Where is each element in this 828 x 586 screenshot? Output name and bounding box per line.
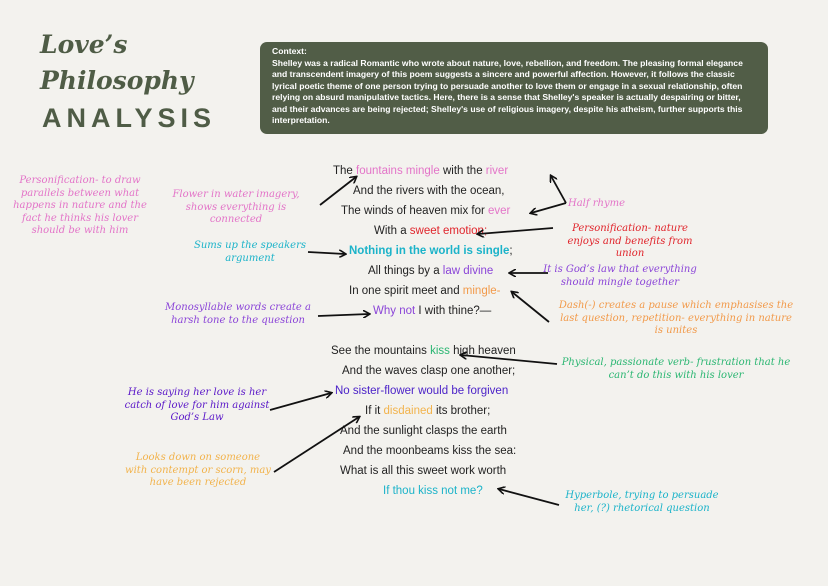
poem-line-4: With a sweet emotion;	[374, 225, 487, 237]
title-line-3: ANALYSIS	[42, 103, 217, 133]
note-hyperbole: Hyperbole, trying to persuade her, (?) r…	[565, 490, 719, 514]
poem-line-8: Why not I with thine?—	[373, 305, 491, 317]
note-looks-down: Looks down on someone with contempt or s…	[125, 452, 271, 488]
arrow-half-rhyme-down	[531, 202, 567, 213]
note-monosyllable: Monosyllable words create a harsh tone t…	[165, 302, 311, 326]
note-personification-draw: Personification- to draw parallels betwe…	[13, 175, 147, 236]
highlight-sweet-emotion: sweet emotion;	[409, 225, 488, 237]
poem-text: See the mountains	[331, 345, 431, 357]
poem-line-9: See the mountains kiss high heaven	[331, 345, 516, 357]
arrow-physical	[461, 355, 558, 365]
poem-line-13: And the sunlight clasps the earth	[340, 425, 507, 437]
context-body: Shelley was a radical Romantic who wrote…	[272, 57, 743, 126]
poem-line-2: And the rivers with the ocean,	[353, 185, 505, 197]
poem-line-12: If it disdained its brother;	[365, 405, 490, 417]
highlight-fountains-mingle: fountains mingle	[356, 165, 440, 177]
highlight-why-not: Why not	[373, 305, 416, 317]
arrow-monosyllable	[317, 314, 369, 316]
context-box: Context: Shelley was a radical Romantic …	[260, 42, 768, 134]
note-physical: Physical, passionate verb- frustration t…	[561, 357, 791, 381]
poem-text: its brother;	[432, 405, 491, 417]
highlight-disdained: disdained	[383, 405, 433, 417]
poem-text: With a	[374, 225, 410, 237]
poem-line-16: If thou kiss not me?	[383, 485, 483, 497]
arrow-dash	[512, 292, 550, 323]
context-heading: Context:	[272, 46, 307, 56]
highlight-ever: ever	[488, 205, 511, 217]
poem-text: In one spirit meet and	[349, 285, 463, 297]
arrow-looks-down	[273, 417, 359, 473]
poem-line-7: In one spirit meet and mingle-	[349, 285, 501, 297]
poem-text: I with thine?—	[415, 305, 492, 317]
highlight-nothing-single: Nothing in the world is single	[349, 245, 510, 257]
arrow-sums-up	[307, 252, 345, 254]
highlight-mingle: mingle-	[462, 285, 501, 297]
highlight-law-divine: law divine	[442, 265, 494, 277]
note-gods-law: It is God’s law that everything should m…	[543, 264, 697, 288]
poem-line-14: And the moonbeams kiss the sea:	[343, 445, 517, 457]
note-sums-up: Sums up the speakers argument	[194, 240, 306, 264]
arrow-hyperbole	[499, 489, 560, 506]
poem-text: The winds of heaven mix for	[341, 205, 489, 217]
poem-line-1: The fountains mingle with the river	[333, 165, 508, 177]
poem-text: with the	[439, 165, 486, 177]
arrow-sister-flower	[269, 393, 331, 411]
note-half-rhyme: Half rhyme	[568, 198, 626, 209]
note-sister-flower: He is saying her love is her catch of lo…	[124, 387, 270, 423]
highlight-kiss: kiss	[430, 345, 450, 357]
poem-text: ;	[509, 245, 513, 257]
poem-line-5: Nothing in the world is single;	[349, 245, 513, 257]
note-personification-nature: Personification- nature enjoys and benef…	[567, 223, 693, 259]
title-line-2: Philosophy	[40, 66, 194, 95]
poem-text: All things by a	[368, 265, 443, 277]
poem-text: If it	[365, 405, 384, 417]
title-line-1: Love’s	[40, 30, 128, 59]
poem-text: The	[333, 165, 357, 177]
note-flower-water: Flower in water imagery, shows everythin…	[172, 189, 300, 225]
highlight-river: river	[485, 165, 509, 177]
poem-line-11: No sister-flower would be forgiven	[335, 385, 509, 397]
poem-text: high heaven	[449, 345, 516, 357]
note-dash: Dash(-) creates a pause which emphasises…	[558, 300, 794, 336]
arrow-personification-nature	[478, 227, 554, 234]
arrow-flower-water	[319, 177, 356, 206]
poem-line-10: And the waves clasp one another;	[342, 365, 516, 377]
poem-line-6: All things by a law divine	[368, 265, 493, 277]
poem-line-3: The winds of heaven mix for ever	[341, 205, 510, 217]
arrow-half-rhyme-up	[551, 176, 567, 204]
poem-line-15: What is all this sweet work worth	[340, 465, 507, 477]
